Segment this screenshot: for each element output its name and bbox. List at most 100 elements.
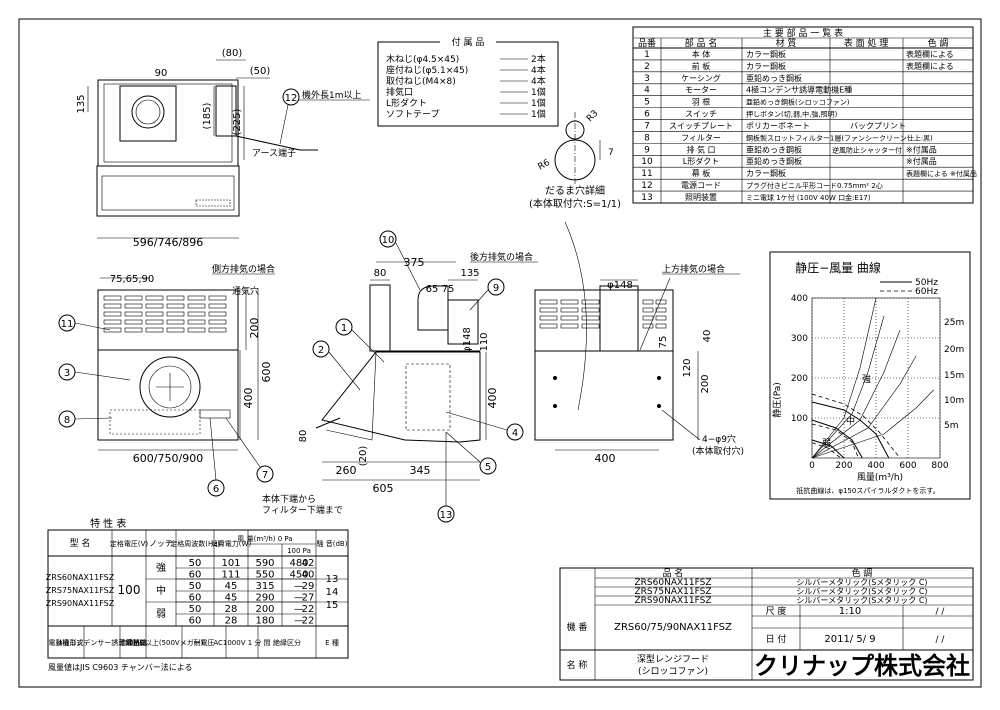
parts-name: 排 気 口 — [686, 144, 715, 154]
vent-slot — [655, 307, 667, 313]
vent-slot — [560, 323, 579, 329]
curve-duct-label: 25m — [944, 318, 964, 328]
parts-color: ※付属品 — [906, 144, 937, 154]
callout-10 — [379, 230, 397, 248]
spec-footer-cell: 4極コンデンサー誘導電動機 — [58, 638, 146, 647]
callout-12-label: 12 — [285, 93, 298, 104]
curve-ytick: 400 — [791, 294, 808, 304]
curve-ytick: 100 — [791, 414, 808, 424]
parts-name: フィルター — [681, 133, 721, 142]
side-dim-605: 605 — [373, 482, 394, 495]
vent-slot — [581, 315, 600, 321]
spec-weight-75: 14 — [326, 587, 339, 598]
vent-slot — [642, 307, 654, 313]
top-view: (80) (50) 90 135 (185) (225) 596/746/896… — [76, 48, 370, 249]
callout-7-label: 7 — [262, 470, 268, 481]
keyhole-r6: R6 — [537, 158, 553, 173]
tb-date-label: 日 付 — [766, 634, 787, 645]
tb-model-color: シルバーメタリック(Sメタリック C) — [796, 578, 927, 587]
side-dim-400: 400 — [486, 388, 499, 409]
parts-material: 亜鉛めっき鋼板 — [746, 73, 802, 83]
tb-kiban-label: 機 番 — [567, 621, 588, 633]
vent-slot — [208, 319, 227, 325]
callout-5-label: 5 — [485, 462, 491, 473]
parts-table-title: 主 要 部 品 一 覧 表 — [763, 27, 843, 39]
parts-header-finish: 表 面 処 理 — [844, 37, 889, 49]
curve-series-line — [811, 393, 901, 459]
tb-kiban: ZRS60/75/90NAX11FSZ — [614, 622, 732, 633]
parts-name: 照明装置 — [685, 192, 717, 202]
spec-notch: 弱 — [156, 608, 166, 620]
parts-name: L形ダクト — [683, 156, 719, 166]
spec-header-power: 消費電力(W) — [211, 539, 252, 548]
curve-duct-label: 5m — [944, 421, 959, 431]
callout-4-label: 4 — [512, 428, 518, 439]
top-dim-width: 596/746/896 — [133, 236, 203, 249]
mount-hole — [657, 376, 661, 380]
curve-xtick: 0 — [809, 461, 815, 471]
parts-color: 表題欄による ※付属品 — [906, 169, 977, 178]
spec-power: 45 — [225, 581, 238, 592]
callout-2-label: 2 — [318, 345, 324, 356]
vent-slot — [124, 327, 143, 333]
curve-series-line — [811, 419, 863, 459]
accessories-title: 付 属 品 — [452, 37, 485, 48]
spec-freq: 50 — [189, 558, 202, 569]
spec-power: 28 — [225, 616, 238, 627]
side-dim-110: 110 — [479, 332, 490, 351]
side-dim-65-75: 65 75 — [426, 284, 455, 295]
rear-dim-120: 120 — [682, 358, 693, 377]
spec-footer-cell: E 種 — [325, 639, 339, 647]
callout-7 — [256, 465, 274, 483]
vent-slot — [124, 319, 143, 325]
vent-slot — [208, 295, 227, 301]
spec-table: 特 性 表 型 名 定格電圧(V) ノッチ 定格周波数(Hz) 消費電力(W) … — [46, 517, 349, 672]
top-dim-90: 90 — [155, 68, 168, 79]
front-dim-90: 90 — [142, 274, 155, 285]
curve-series-line — [811, 355, 917, 459]
callout-3-label: 3 — [64, 368, 70, 379]
parts-material: 鋼板製スロットフィルター1層(ファンシークリーン仕上:黒) — [746, 133, 933, 142]
spec-airflow-100pa: — — [294, 581, 304, 592]
callout-9 — [487, 278, 505, 296]
vent-hole-note: 通気穴 — [232, 285, 259, 297]
side-dim-20: (20) — [358, 446, 369, 467]
spec-airflow-0pa: 200 — [255, 604, 274, 615]
accessory-name: 排気口 — [386, 86, 413, 98]
spec-airflow-100pa: — — [294, 604, 304, 615]
vent-slot — [187, 311, 206, 317]
parts-material: 4極コンデンサ誘導電動機E種 — [746, 85, 852, 95]
vent-slot — [103, 311, 122, 317]
vent-slot — [208, 311, 227, 317]
front-dim-75-65-90: 75,65,90 — [110, 274, 155, 285]
parts-no: 9 — [644, 145, 650, 155]
keyhole-r3: R3 — [585, 109, 601, 125]
vent-slot — [539, 315, 558, 321]
callout-4 — [506, 423, 524, 441]
curve-series-line — [811, 315, 885, 459]
spec-airflow-0pa: 315 — [255, 581, 274, 592]
rear-dim-148: φ148 — [607, 280, 633, 291]
tb-product-name-2: (シロッコファン) — [638, 667, 708, 677]
curve-panel: 静圧−風量 曲線 50Hz 60Hz 静圧(Pa) 風量(m³/h) 抵抗曲線は… — [769, 251, 971, 500]
side-dim-345: 345 — [410, 464, 431, 477]
tb-color-header: 色 調 — [852, 567, 873, 579]
spec-freq: 50 — [189, 581, 202, 592]
spec-power: 28 — [225, 604, 238, 615]
side-dim-135: 135 — [460, 268, 479, 279]
spec-footer-cell: 絶縁抵抗 — [119, 638, 147, 647]
parts-header-name: 部 品 名 — [685, 37, 718, 49]
rear-dim-75: 75 — [658, 336, 669, 349]
mount-hole — [553, 376, 557, 380]
tb-model-name: ZRS75NAX11FSZ — [635, 587, 712, 597]
parts-no: 2 — [644, 62, 650, 72]
front-dim-600: 600 — [260, 362, 273, 383]
accessory-name: ソフトテープ — [386, 109, 439, 120]
tb-date: 2011/ 5/ 9 — [824, 634, 875, 645]
vent-slot — [187, 319, 206, 325]
curve-ytick: 200 — [791, 374, 808, 384]
spec-header-noise: 騒 音(dB) — [317, 539, 348, 548]
curve-xtick: 800 — [931, 461, 948, 471]
parts-no: 6 — [644, 110, 650, 120]
